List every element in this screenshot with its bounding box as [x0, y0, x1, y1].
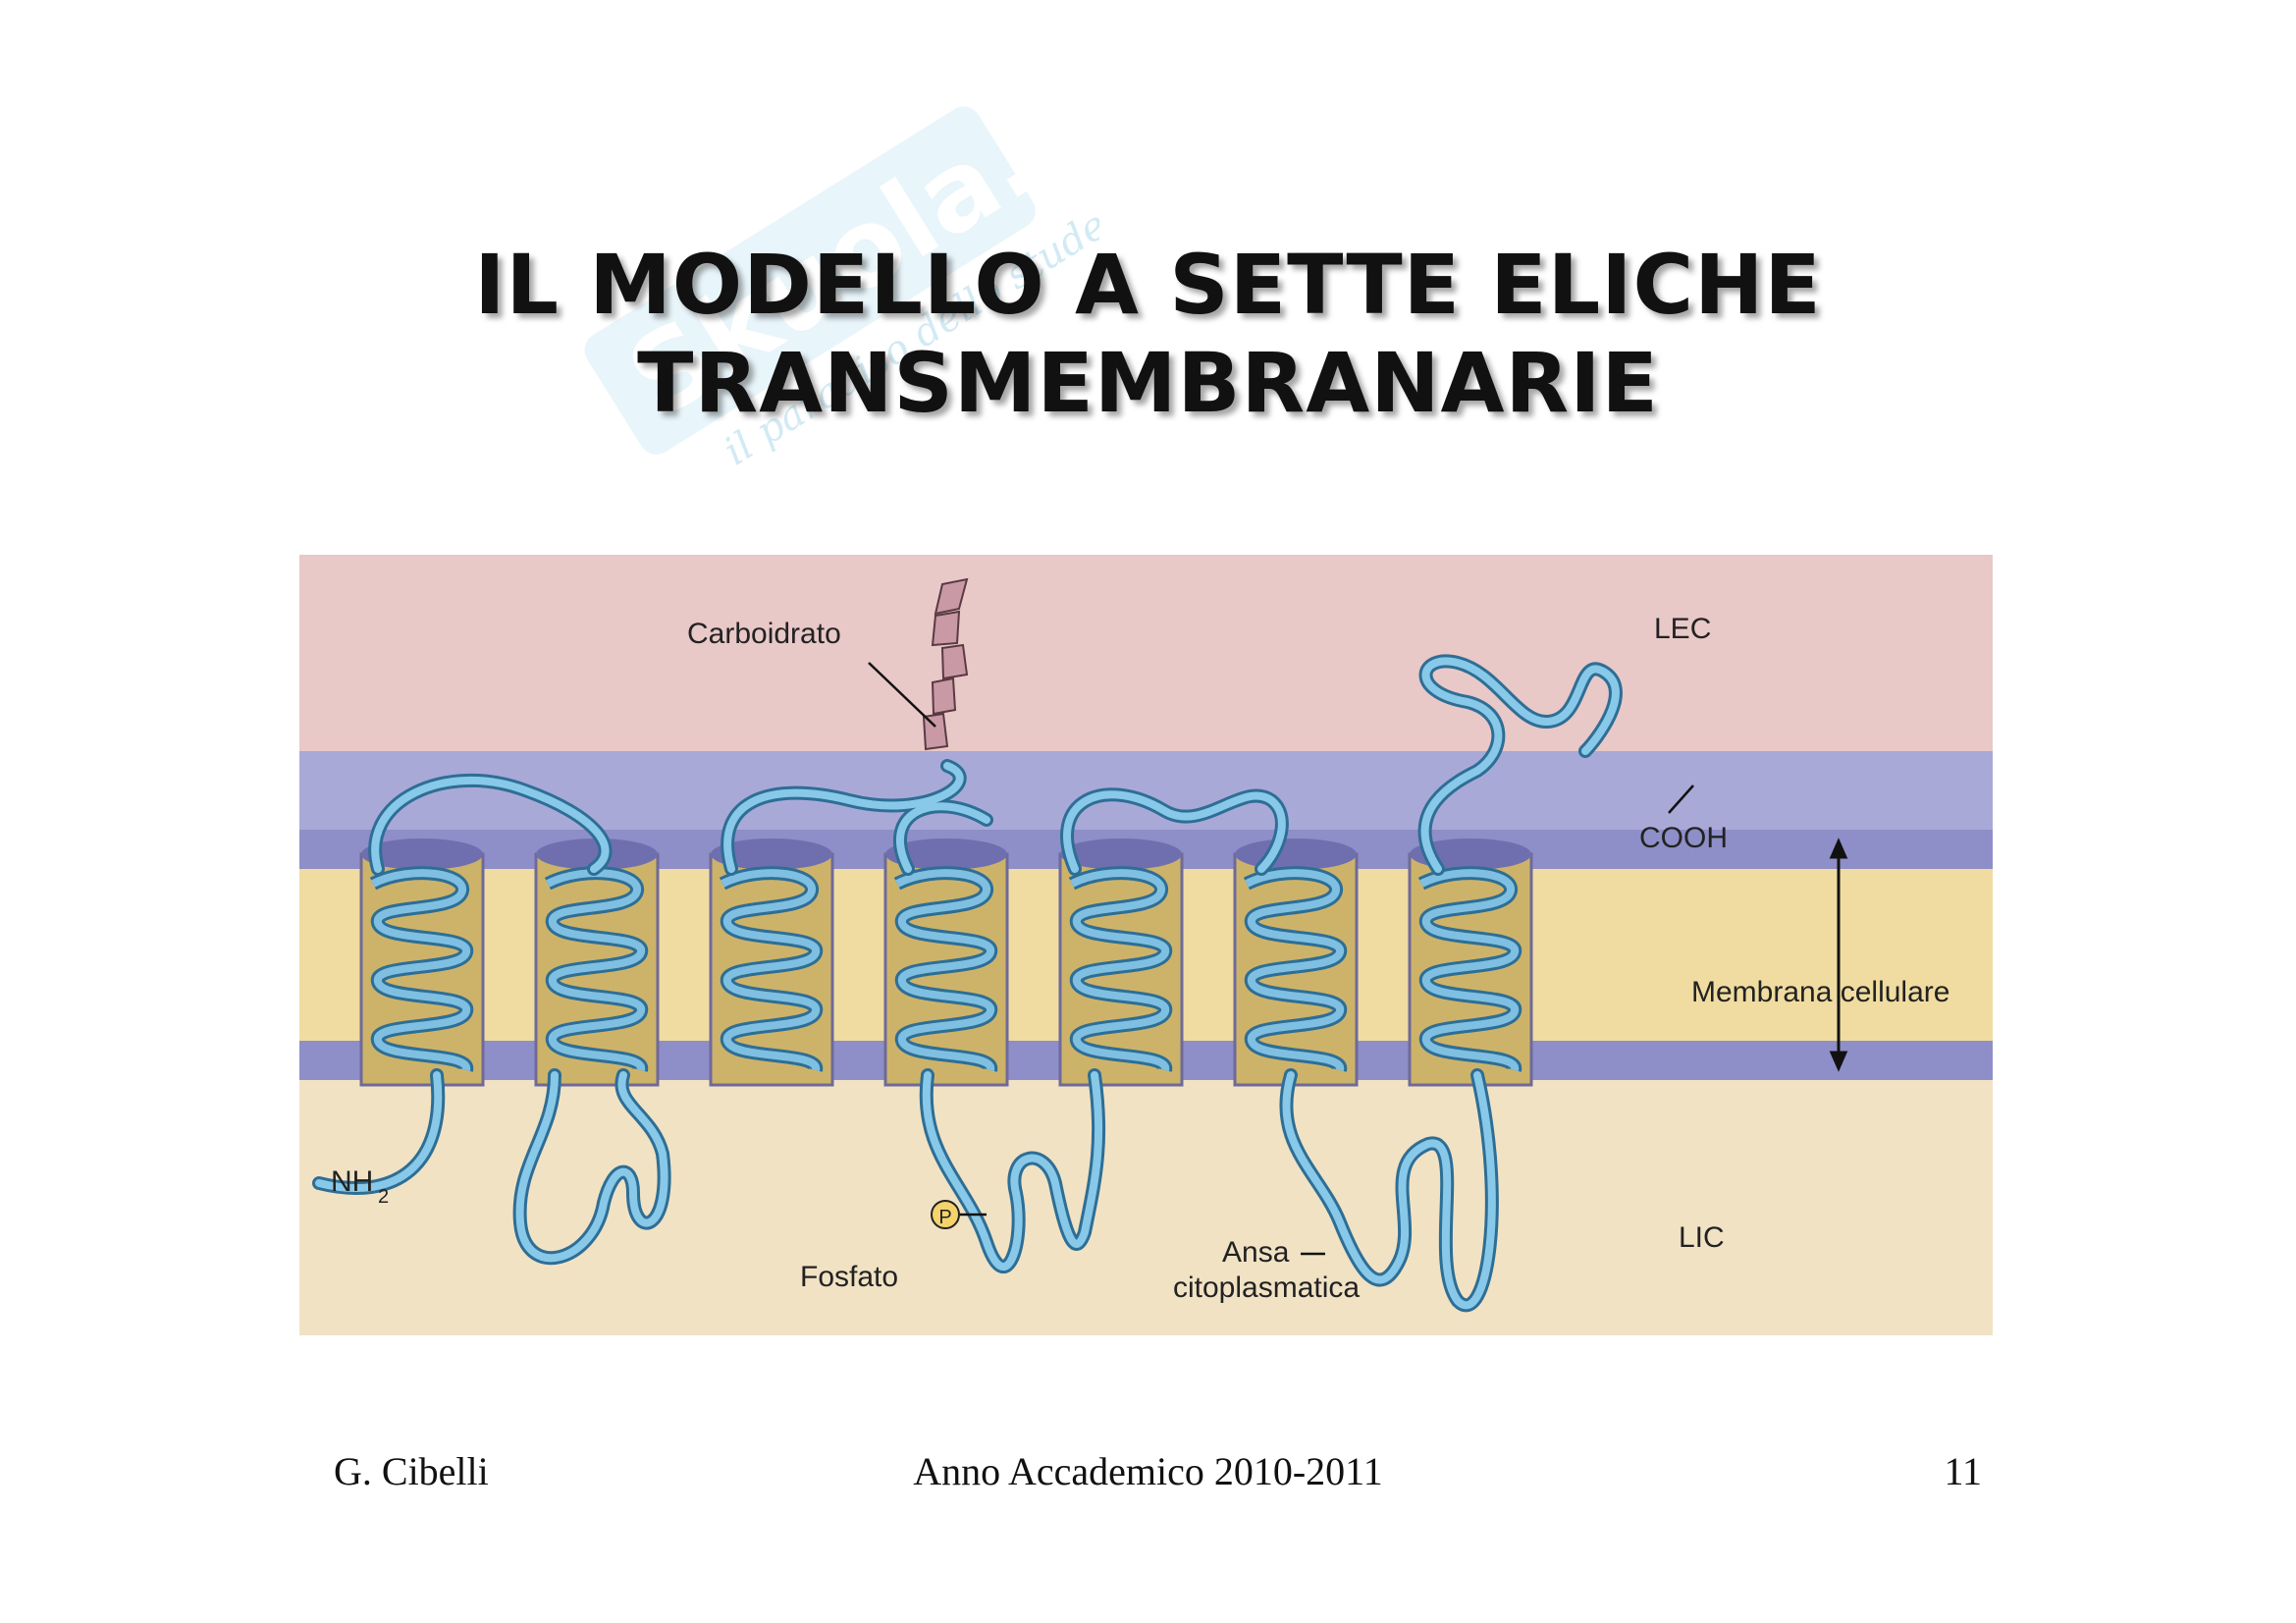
helix-5 [1060, 839, 1182, 1085]
label-membrana-cellulare: Membrana cellulare [1691, 976, 1949, 1008]
label-nh2-main: NH [331, 1165, 373, 1198]
label-carboidrato: Carboidrato [687, 618, 841, 650]
extracellular-space [299, 555, 1993, 761]
membrane-outer-glow [299, 751, 1993, 830]
helix-6 [1235, 839, 1357, 1085]
label-lic: LIC [1679, 1221, 1725, 1254]
label-fosfato: Fosfato [800, 1261, 898, 1293]
helix-group [361, 839, 1531, 1085]
title-line-2: TRANSMEMBRANARIE [0, 334, 2296, 432]
label-ansa: Ansa [1222, 1236, 1290, 1269]
title-line-1: IL MODELLO A SETTE ELICHE [0, 236, 2296, 334]
label-cooh: COOH [1639, 822, 1728, 854]
label-lec: LEC [1654, 613, 1711, 645]
helix-3 [711, 839, 832, 1085]
label-citoplasmatica: citoplasmatica [1173, 1271, 1360, 1304]
helix-4 [885, 839, 1007, 1085]
helix-7 [1410, 839, 1531, 1085]
helix-2 [536, 839, 658, 1085]
footer-page-number: 11 [1944, 1448, 1982, 1494]
seven-helix-diagram: P Carboidrato LEC COOH Membrana cellular… [299, 555, 1993, 1335]
slide-title: IL MODELLO A SETTE ELICHE TRANSMEMBRANAR… [0, 236, 2296, 432]
label-nh2-subscript: 2 [378, 1186, 389, 1208]
phosphate-symbol: P [938, 1207, 951, 1228]
phosphate-marker: P [932, 1201, 959, 1228]
